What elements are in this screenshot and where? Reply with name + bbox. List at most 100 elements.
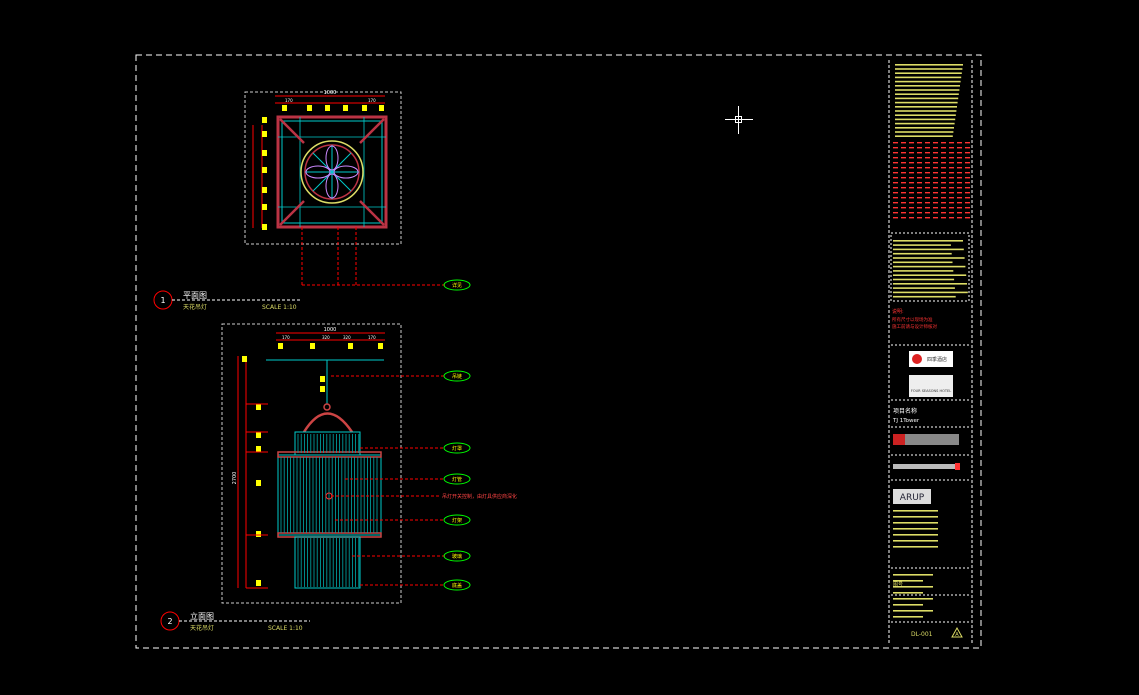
- titleblock-table-mark: [917, 177, 922, 179]
- notes-text-mark: [893, 287, 955, 289]
- titleblock-table-mark: [949, 157, 954, 159]
- titleblock-table-mark: [965, 207, 970, 209]
- detail-elevation[interactable]: 1000 170 320 320 170 2700: [160, 323, 517, 632]
- notes-text-mark: [893, 265, 966, 268]
- notes-label: 说明:: [892, 308, 904, 315]
- drawing-info-mark: [893, 616, 923, 618]
- titleblock-table-mark: [893, 177, 898, 179]
- titleblock-table-mark: [925, 217, 930, 219]
- titleblock-table-mark: [941, 157, 946, 159]
- titleblock-table-mark: [941, 217, 946, 219]
- titleblock-table-mark: [941, 152, 946, 154]
- cursor-crosshair-icon: [725, 106, 753, 134]
- titleblock-table-mark: [925, 202, 930, 204]
- titleblock-table-mark: [957, 187, 962, 189]
- elev-dim-mid: 320: [322, 335, 330, 340]
- titleblock-text-mark: [895, 97, 959, 100]
- titleblock-text-mark: [895, 114, 956, 116]
- plan-callout-label: 详见: [452, 282, 462, 289]
- elev-callout-1[interactable]: [443, 370, 471, 382]
- titleblock-table-mark: [901, 157, 906, 159]
- elev-callout-2[interactable]: [443, 442, 471, 454]
- titleblock-table-mark: [901, 147, 906, 149]
- titleblock-table-mark: [901, 207, 906, 209]
- elev-callout-6[interactable]: [443, 579, 471, 591]
- titleblock-table-mark: [917, 197, 922, 199]
- detail1-scale: SCALE 1:10: [262, 304, 297, 311]
- titleblock-text-mark: [895, 80, 961, 83]
- titleblock-table-mark: [925, 212, 930, 214]
- titleblock-table-mark: [917, 142, 922, 144]
- titleblock-table-mark: [925, 162, 930, 164]
- titleblock-table-mark: [893, 212, 898, 214]
- titleblock-table-mark: [925, 182, 930, 184]
- titleblock-table-mark: [965, 212, 970, 214]
- titleblock-table-mark: [917, 157, 922, 159]
- revision-label: A: [955, 632, 959, 638]
- plan-dim-right: 170: [368, 98, 376, 103]
- titleblock-table-mark: [965, 162, 970, 164]
- elev-callout-3[interactable]: [443, 473, 471, 485]
- titleblock-table-mark: [893, 187, 898, 189]
- titleblock-text-mark: [895, 118, 956, 121]
- titleblock-table-mark: [925, 147, 930, 149]
- titleblock-table-mark: [933, 212, 938, 214]
- titleblock-table-mark: [893, 157, 898, 159]
- titleblock-table-mark: [957, 142, 962, 144]
- drawing-info-mark: [893, 610, 933, 612]
- elev-callout-4[interactable]: [443, 514, 471, 526]
- drawing-info-mark: [893, 586, 933, 588]
- drawing-info-mark: [893, 604, 923, 606]
- notes-text-mark: [893, 240, 963, 242]
- titleblock-table-mark: [949, 162, 954, 164]
- drawing-info-mark: [893, 580, 923, 582]
- titleblock-table-mark: [941, 172, 946, 174]
- titleblock-table-mark: [917, 217, 922, 219]
- titleblock-table-mark: [941, 187, 946, 189]
- titleblock-table-mark: [901, 217, 906, 219]
- titleblock-table-mark: [949, 192, 954, 194]
- titleblock-table-mark: [949, 207, 954, 209]
- plan-callout-bubble[interactable]: [443, 279, 471, 291]
- titleblock-table-mark: [909, 157, 914, 159]
- titleblock-table-mark: [901, 177, 906, 179]
- detail-plan[interactable]: 1000 170 170: [153, 90, 471, 311]
- titleblock-text-mark: [895, 131, 954, 133]
- detail1-title: 平面图: [183, 291, 207, 300]
- project-label: 项目名称: [893, 407, 917, 415]
- elev-callout-label-1: 吊链: [452, 373, 462, 380]
- hotel-logo-box: [909, 375, 953, 397]
- client-logo-text: 四季酒店: [927, 356, 947, 363]
- titleblock-table-mark: [917, 187, 922, 189]
- titleblock-table-mark: [909, 177, 914, 179]
- titleblock-table-mark: [909, 207, 914, 209]
- titleblock-table-mark: [933, 157, 938, 159]
- titleblock-table-mark: [901, 212, 906, 214]
- titleblock-table-mark: [933, 147, 938, 149]
- titleblock-table-mark: [957, 197, 962, 199]
- titleblock-table-mark: [965, 182, 970, 184]
- elev-callout-label-6: 底盖: [452, 582, 462, 589]
- titleblock-table-mark: [925, 187, 930, 189]
- titleblock-table-mark: [965, 147, 970, 149]
- detail2-subtitle: 天花吊灯: [190, 624, 214, 632]
- elev-dim-mid2: 320: [343, 335, 351, 340]
- titleblock-table-mark: [957, 157, 962, 159]
- titleblock-table-mark: [917, 207, 922, 209]
- drawing-info-mark: [893, 574, 933, 576]
- titleblock-table-mark: [965, 167, 970, 169]
- titleblock-table-mark: [909, 147, 914, 149]
- titleblock-table-mark: [901, 192, 906, 194]
- elev-callout-5[interactable]: [443, 550, 471, 562]
- revision-triangle-icon: [951, 626, 963, 638]
- titleblock-table-mark: [957, 152, 962, 154]
- titleblock-table-mark: [933, 217, 938, 219]
- titleblock-table-mark: [957, 182, 962, 184]
- titleblock-table-mark: [893, 152, 898, 154]
- titleblock-table-mark: [901, 182, 906, 184]
- titleblock-table-mark: [941, 162, 946, 164]
- titleblock-table-mark: [957, 192, 962, 194]
- title-block[interactable]: 说明: 所有尺寸以现场为准 施工前请与设计师核对 四季酒店 FOUR SEASO…: [888, 60, 973, 645]
- drawing-no: DL-001: [911, 631, 933, 638]
